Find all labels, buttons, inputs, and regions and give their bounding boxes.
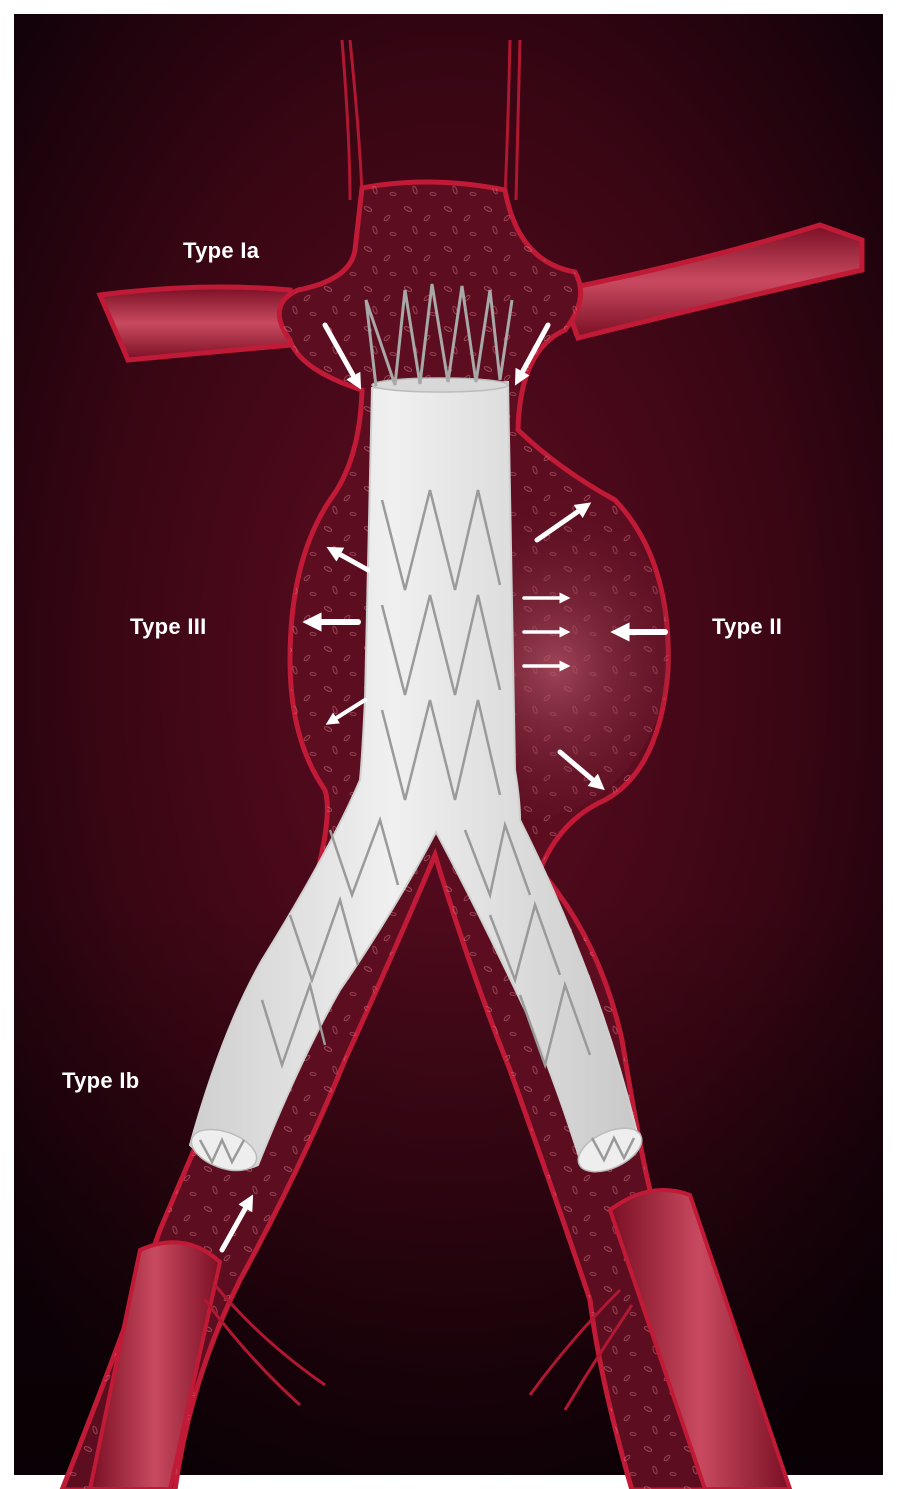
label-type-ib: Type Ib: [62, 1068, 139, 1094]
label-type-ii: Type II: [712, 614, 782, 640]
label-type-ia: Type Ia: [183, 238, 259, 264]
left-renal-artery: [100, 287, 292, 360]
label-type-iii: Type III: [130, 614, 207, 640]
